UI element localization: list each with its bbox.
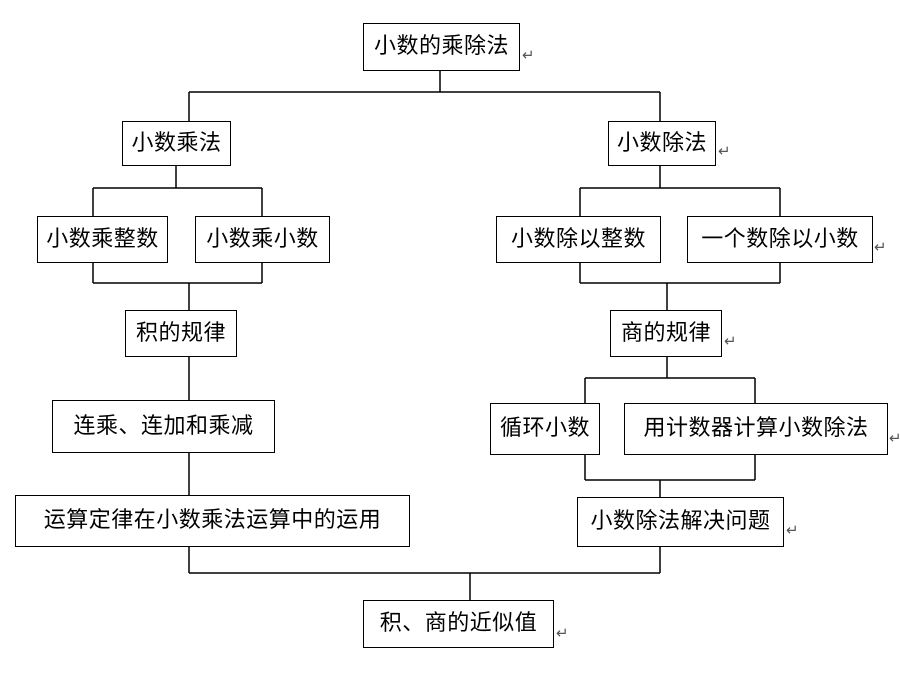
paragraph-mark: ↵ (724, 332, 737, 350)
node-number-div-decimal: 一个数除以小数 (687, 216, 873, 263)
node-quotient-rules: 商的规律 (610, 310, 722, 357)
node-product-rules: 积的规律 (125, 310, 237, 357)
node-repeating-decimals: 循环小数 (490, 403, 600, 455)
node-decimal-multiplication: 小数乘法 (122, 121, 231, 166)
paragraph-mark: ↵ (889, 429, 900, 447)
node-division-problem-solving: 小数除法解决问题 (577, 497, 784, 547)
node-calculator-division: 用计数器计算小数除法 (624, 403, 888, 455)
node-approximate-values: 积、商的近似值 (363, 600, 554, 648)
paragraph-mark: ↵ (874, 238, 887, 256)
node-root: 小数的乘除法 (363, 23, 520, 71)
paragraph-mark: ↵ (718, 142, 731, 160)
node-chain-operations: 连乘、连加和乘减 (52, 400, 275, 453)
node-decimal-times-integer: 小数乘整数 (37, 216, 168, 263)
paragraph-mark: ↵ (556, 624, 569, 642)
node-decimal-div-integer: 小数除以整数 (496, 216, 661, 263)
node-decimal-division: 小数除法 (608, 121, 716, 166)
node-operation-laws: 运算定律在小数乘法运算中的运用 (15, 495, 410, 547)
paragraph-mark: ↵ (786, 521, 799, 539)
node-decimal-times-decimal: 小数乘小数 (195, 216, 330, 263)
paragraph-mark: ↵ (522, 46, 535, 64)
